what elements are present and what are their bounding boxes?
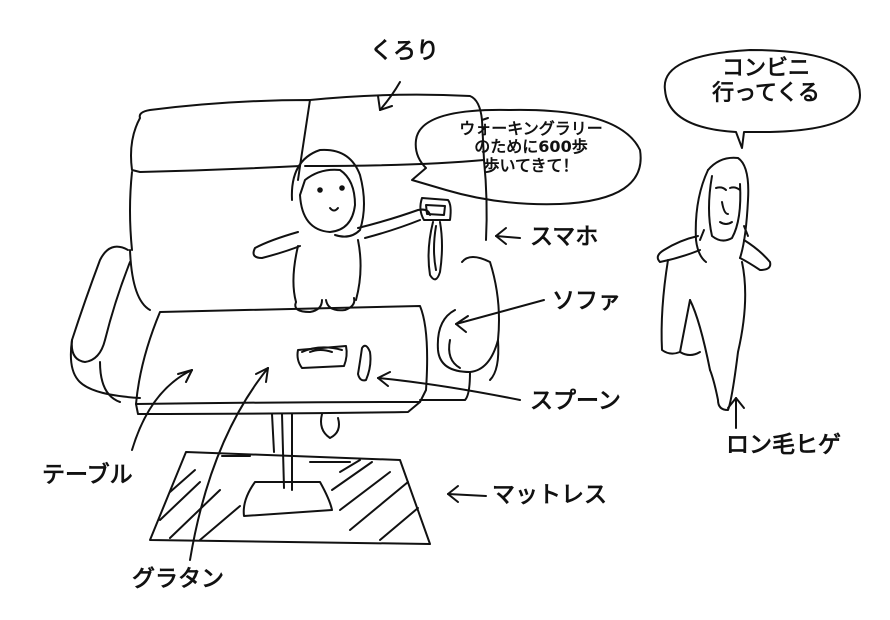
- speech-right-line-1: コンビニ: [721, 56, 810, 81]
- mattress: [149, 451, 431, 545]
- speech-left-line-1: ウォーキングラリー: [459, 119, 603, 138]
- speech-left-text: ウォーキングラリー のために600歩 歩いてきて！: [436, 119, 626, 175]
- longhair-figure: [656, 156, 772, 411]
- speech-left-line-2: のために600歩: [474, 137, 588, 157]
- label-gratin: グラタン: [132, 566, 224, 592]
- table: [135, 305, 429, 517]
- speech-left-line-3: 歩いてきて！: [483, 155, 579, 175]
- label-spoon: スプーン: [530, 388, 621, 414]
- speech-right-line-2: 行ってくる: [712, 81, 820, 107]
- label-sofa: ソファ: [552, 288, 621, 314]
- label-table: テーブル: [42, 462, 133, 488]
- pointer-arrows: [131, 81, 745, 561]
- speech-bubble-left: [411, 108, 642, 206]
- kurori-figure: [252, 148, 452, 313]
- speech-right-text: コンビニ 行ってくる: [686, 56, 846, 107]
- label-mattress: マットレス: [492, 482, 607, 508]
- label-sumaho: スマホ: [530, 224, 599, 250]
- gratin-dish: [296, 345, 348, 369]
- label-longhair: ロン毛ヒゲ: [726, 432, 841, 458]
- label-kurori: くろり: [370, 38, 439, 64]
- spoon-shape: [357, 344, 372, 382]
- speech-bubble-right: [663, 49, 861, 149]
